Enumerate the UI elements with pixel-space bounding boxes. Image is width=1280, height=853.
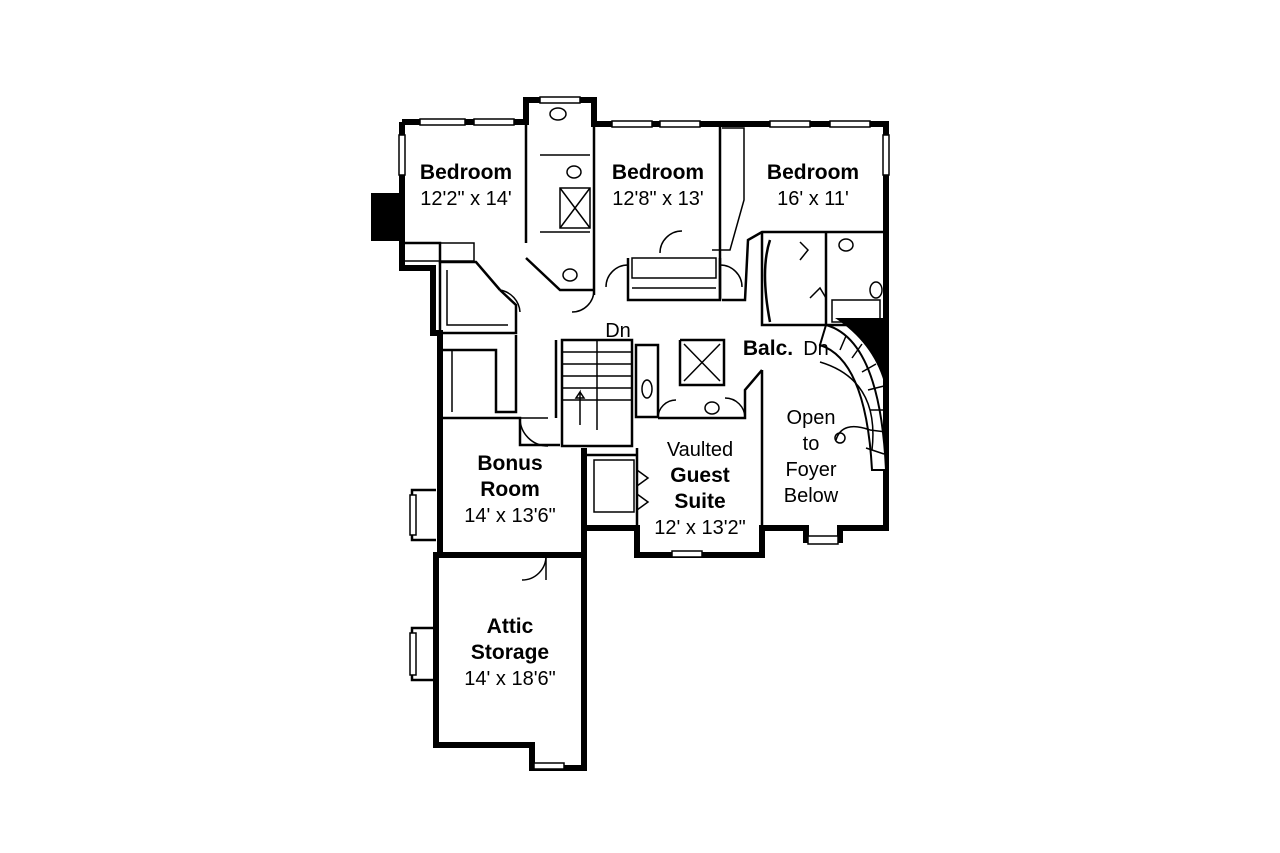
attic-storage-name-2: Storage xyxy=(471,641,549,664)
bonus-room-name-1: Bonus xyxy=(477,452,542,475)
open-foyer-line-2: to xyxy=(803,433,820,455)
interior-walls xyxy=(401,107,886,528)
top-windows xyxy=(398,96,890,176)
guest-suite-name-2: Suite xyxy=(674,490,725,513)
stair-down-label: Dn xyxy=(605,320,631,342)
bedroom-east-size: 16' x 11' xyxy=(777,188,849,210)
chimney xyxy=(371,193,402,241)
balcony-label: Balc. xyxy=(743,337,793,360)
bonus-room-name-2: Room xyxy=(480,478,540,501)
room-labels: Bedroom 12'2" x 14' Bedroom 12'8" x 13' … xyxy=(420,161,859,690)
bedroom-west-size: 12'2" x 14' xyxy=(420,188,511,210)
stair-treads xyxy=(562,340,632,430)
balcony-down-label: Dn xyxy=(803,338,829,360)
open-foyer-line-3: Foyer xyxy=(785,459,836,481)
bedroom-east-name: Bedroom xyxy=(767,161,859,184)
attic-storage-size: 14' x 18'6" xyxy=(464,668,555,690)
bedroom-west-name: Bedroom xyxy=(420,161,512,184)
bedroom-center-name: Bedroom xyxy=(612,161,704,184)
bay-windows xyxy=(409,488,839,770)
door-swings xyxy=(499,230,746,581)
open-foyer-line-1: Open xyxy=(787,407,836,429)
guest-suite-prefix: Vaulted xyxy=(667,439,733,461)
bonus-room-size: 14' x 13'6" xyxy=(464,505,555,527)
open-foyer-line-4: Below xyxy=(784,485,839,507)
guest-suite-size: 12' x 13'2" xyxy=(654,517,745,539)
attic-storage-name-1: Attic xyxy=(487,615,534,638)
curved-stair xyxy=(818,318,888,471)
guest-suite-name-1: Guest xyxy=(670,464,730,487)
bedroom-center-size: 12'8" x 13' xyxy=(612,188,703,210)
